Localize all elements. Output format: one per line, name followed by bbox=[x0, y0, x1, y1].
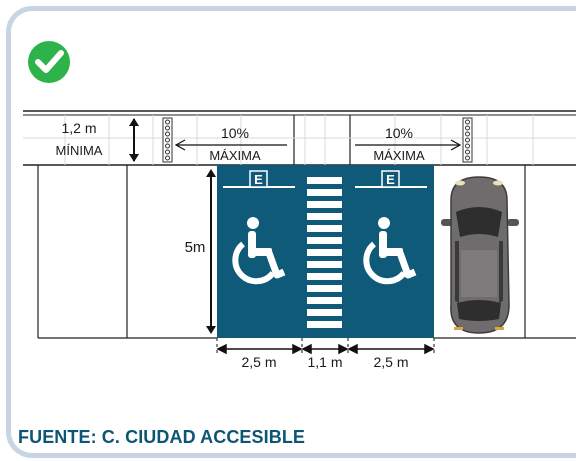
diagram-card: 1,2 m MÍNIMA 10% MÁXIMA 10% M bbox=[6, 6, 576, 458]
aisle-stripes bbox=[307, 177, 342, 328]
wheelchair-icon bbox=[232, 217, 286, 285]
parking-bay-lines bbox=[37, 165, 576, 339]
ramp-slope-left-value: 10% bbox=[221, 125, 249, 141]
ramp-slope-left-label: MÁXIMA bbox=[209, 148, 261, 163]
car-icon bbox=[441, 176, 519, 334]
space-width-left: 2,5 m bbox=[241, 354, 276, 370]
sidewalk-width-value: 1,2 m bbox=[61, 120, 96, 136]
check-circle-icon bbox=[28, 41, 70, 83]
sign-letter-right: E bbox=[386, 172, 395, 187]
dimension-guides bbox=[216, 338, 435, 355]
width-arrows bbox=[216, 343, 435, 355]
sidewalk-width-label: MÍNIMA bbox=[56, 143, 103, 158]
sidewalk-width-arrow bbox=[129, 118, 139, 162]
space-length-label: 5m bbox=[185, 239, 206, 256]
aisle-width: 1,1 m bbox=[307, 354, 342, 370]
ramp-slope-right-value: 10% bbox=[385, 125, 413, 141]
sign-right bbox=[355, 170, 427, 188]
source-caption: FUENTE: C. CIUDAD ACCESIBLE bbox=[18, 427, 306, 447]
wheelchair-icon bbox=[363, 217, 417, 285]
space-length-arrow bbox=[206, 169, 216, 334]
sidewalk-tiles bbox=[23, 115, 576, 165]
sign-left bbox=[223, 170, 295, 188]
parking-diagram: 1,2 m MÍNIMA 10% MÁXIMA 10% M bbox=[23, 41, 576, 370]
ramp-slope-arrow-right bbox=[355, 139, 462, 151]
tactile-strip-right bbox=[462, 117, 473, 163]
tactile-strip-left bbox=[162, 117, 173, 163]
ramp-slope-arrow-left bbox=[174, 139, 287, 151]
space-width-right: 2,5 m bbox=[373, 354, 408, 370]
sign-letter-left: E bbox=[254, 172, 263, 187]
ramp-slope-right-label: MÁXIMA bbox=[373, 148, 425, 163]
